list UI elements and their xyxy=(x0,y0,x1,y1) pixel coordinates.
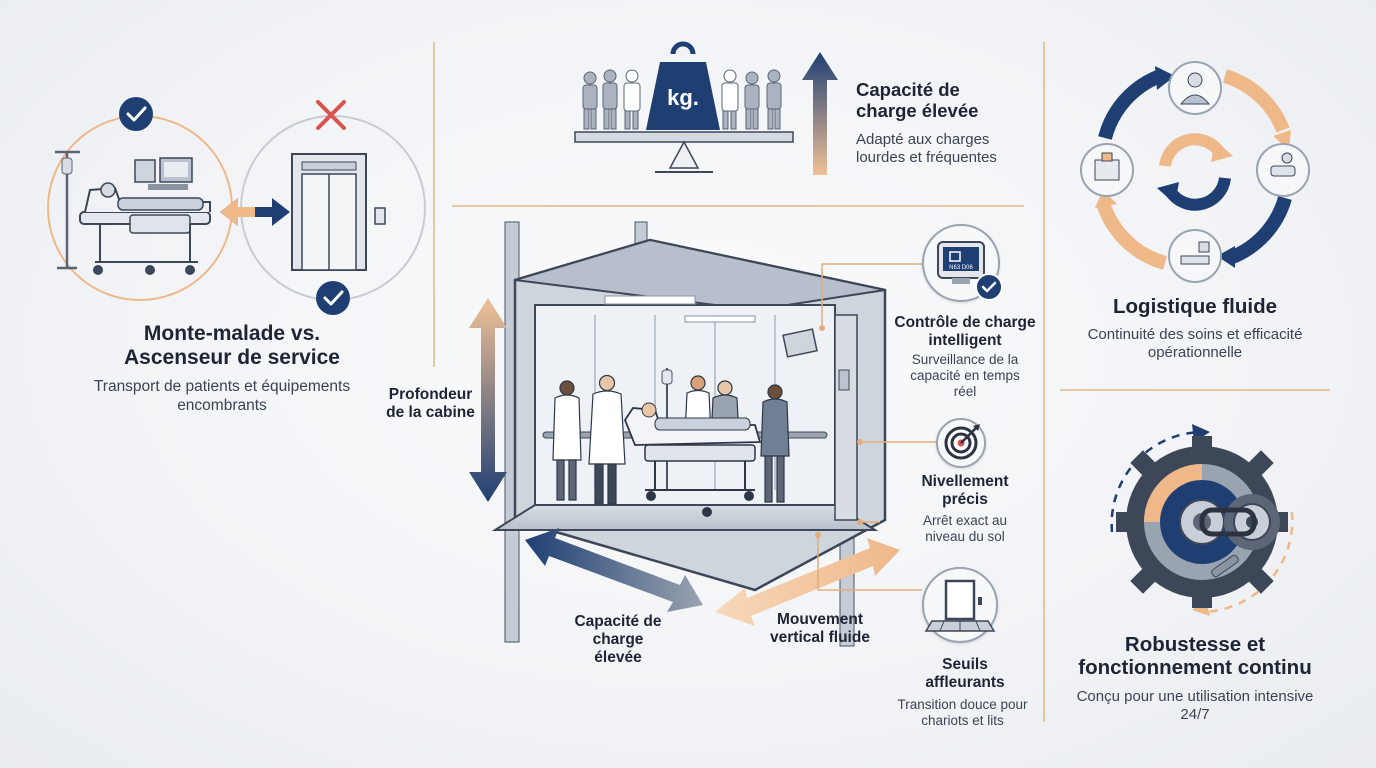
logistics-cycle-illustration xyxy=(1080,61,1310,283)
vertical-movement-arrow xyxy=(715,538,900,626)
check-icon-feature xyxy=(975,273,1003,301)
logistics-title: Logistique fluide xyxy=(1113,295,1277,318)
cabin-illustration xyxy=(469,221,900,647)
kg-weight-icon xyxy=(646,41,720,130)
vertical-movement-label: Mouvement vertical fluide xyxy=(770,611,870,646)
cross-icon-elevator xyxy=(316,100,346,130)
depth-label: Profondeur de la cabine xyxy=(386,386,475,421)
feature-3-title: Seuils affleurants xyxy=(925,656,1005,691)
load-screen-text: N63 D06 xyxy=(949,265,973,271)
gear-illustration xyxy=(1110,424,1294,616)
wheelchair-desc: Transport de patients et équipements enc… xyxy=(93,378,351,414)
wheelchair-title: Monte-malade vs. Ascenseur de service xyxy=(124,322,340,369)
scale-illustration: kg. xyxy=(574,41,838,175)
robustness-title: Robustesse et fonctionnement continu xyxy=(1078,633,1312,679)
target-icon xyxy=(944,424,980,460)
precise-leveling-icon-circle xyxy=(936,418,986,468)
divider-vertical-right xyxy=(1043,42,1045,722)
divider-horizontal-right xyxy=(1060,389,1330,391)
capacity-top-desc: Adapté aux charges lourdes et fréquentes xyxy=(856,131,997,166)
robustness-desc: Conçu pour une utilisation intensive 24/… xyxy=(1076,688,1314,723)
feature-connectors xyxy=(815,263,938,591)
node-staff-icon xyxy=(1168,61,1222,115)
capacity-top-title: Capacité de charge élevée xyxy=(856,79,979,121)
divider-vertical-left xyxy=(433,42,435,367)
capacity-up-arrow xyxy=(802,52,838,175)
feature-1-desc: Surveillance de la capacité en temps rée… xyxy=(910,352,1020,400)
smart-load-control-icon-circle: N63 D06 xyxy=(922,224,1000,302)
bed-vs-elevator-illustration xyxy=(47,97,426,315)
check-icon-bed xyxy=(119,97,153,131)
door-threshold-icon xyxy=(924,579,996,632)
load-screen-icon: N63 D06 xyxy=(937,241,985,284)
feature-2-desc: Arrêt exact au niveau du sol xyxy=(922,513,1008,545)
flush-threshold-icon-circle xyxy=(922,567,998,643)
feature-2-title: Nivellement précis xyxy=(921,473,1009,508)
logistics-desc: Continuité des soins et efficacité opéra… xyxy=(1087,326,1303,361)
capacity-label: Capacité de charge élevée xyxy=(574,613,662,666)
feature-1-title: Contrôle de charge intelligent xyxy=(894,314,1036,349)
capacity-depth-arrow xyxy=(525,528,703,612)
kg-label: kg. xyxy=(667,85,699,110)
check-icon-elevator xyxy=(316,281,350,315)
divider-horizontal-center xyxy=(452,205,1024,207)
feature-3-desc: Transition douce pour chariots et lits xyxy=(897,697,1028,729)
vertical-double-arrow xyxy=(469,298,507,502)
